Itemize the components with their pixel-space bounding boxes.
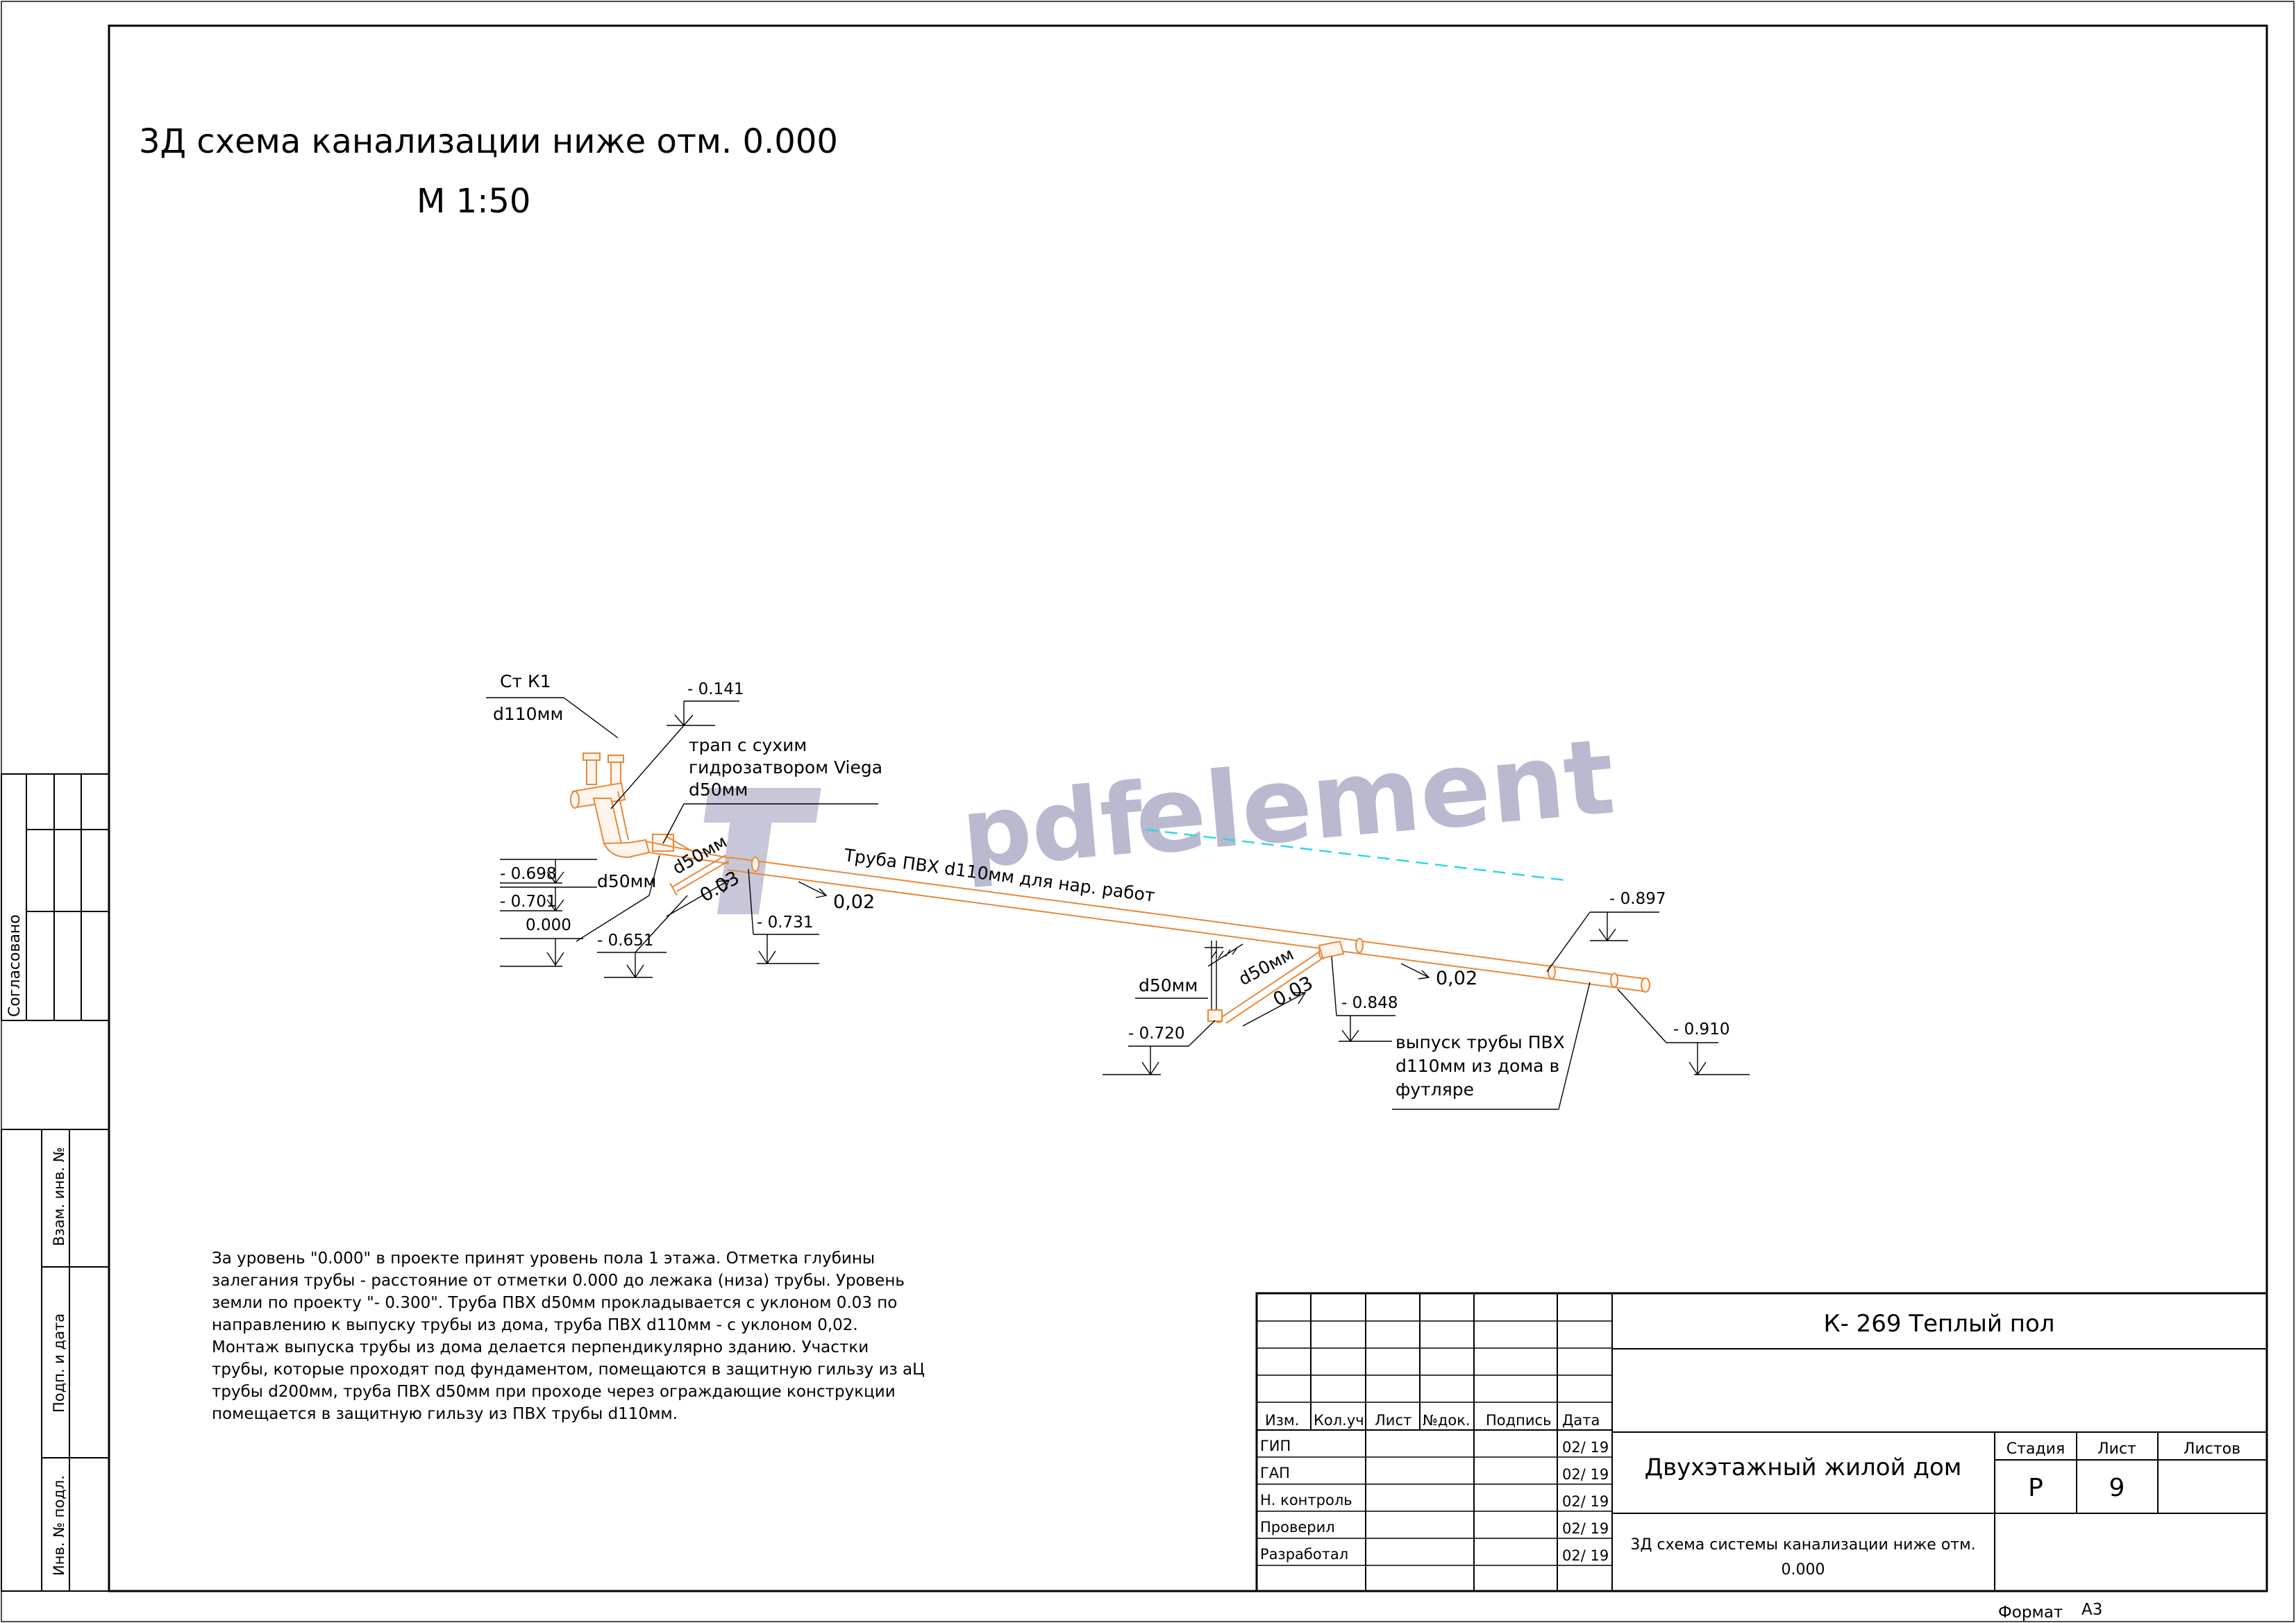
label-slope-002-a: 0,02 (833, 891, 875, 913)
pipe-sleeve-2 (1610, 973, 1618, 988)
note-line-2: залегания трубы - расстояние от отметки … (212, 1272, 905, 1290)
right-branch-d50 (1205, 940, 1345, 1024)
main-pipe-top (728, 857, 1646, 979)
mark-651: - 0.651 (597, 932, 653, 950)
tb-role-gap: ГАП (1260, 1465, 1290, 1481)
riser-assembly (570, 752, 730, 864)
note-line-1: За уровень "0.000" в проекте принят уров… (212, 1250, 875, 1268)
drawing-scale: М 1:50 (417, 182, 530, 221)
tb-stage-value: Р (2028, 1474, 2043, 1502)
label-d50-left: d50мм (597, 871, 656, 891)
main-pipe-bottom (727, 869, 1645, 992)
side-stamp: Согласовано Взам. инв. № Подп. и дата Ин… (1, 773, 110, 1592)
note-line-3: земли по проекту "- 0.300". Труба ПВХ d5… (212, 1294, 897, 1312)
tb-project-code: К- 269 Теплый пол (1823, 1310, 2054, 1338)
mark-000: 0.000 (526, 916, 571, 934)
wall-hatch (1207, 943, 1243, 967)
note-line-6: трубы, которые проходят под фундаментом,… (212, 1361, 925, 1379)
tb-role-gip: ГИП (1260, 1438, 1291, 1454)
left-branch-d50 (671, 855, 726, 888)
label-outlet-1: выпуск трубы ПВХ (1396, 1032, 1565, 1052)
label-trap-3: d50мм (689, 780, 748, 800)
main-pipe-end (1641, 977, 1650, 993)
watermark-pdf: pdf (957, 763, 1150, 891)
tb-header-ndok: №док. (1423, 1412, 1470, 1429)
mark-720: - 0.720 (1128, 1025, 1184, 1043)
tb-header-izm: Изм. (1265, 1412, 1299, 1429)
tb-role-razrabotal: Разработал (1260, 1546, 1348, 1563)
label-trap-2: гидрозатвором Viega (689, 757, 882, 777)
tb-object-name: Двухэтажный жилой дом (1645, 1454, 1962, 1481)
guide-dashed-line (1145, 828, 1566, 882)
note-line-5: Монтаж выпуска трубы из дома делается пе… (212, 1338, 869, 1356)
tb-format-label: Формат (1998, 1604, 2063, 1622)
mark-731: - 0.731 (757, 914, 813, 932)
tb-date-proveril: 02/ 19 (1562, 1520, 1609, 1537)
tb-header-podpis: Подпись (1486, 1412, 1551, 1429)
tb-date-gip: 02/ 19 (1562, 1439, 1609, 1456)
label-outlet-3: футляре (1396, 1079, 1474, 1100)
stamp-inv-orig: Инв. № подл. (51, 1475, 67, 1576)
tb-sheet-value: 9 (2109, 1474, 2125, 1502)
tb-header-list: Лист (1375, 1412, 1411, 1429)
tb-sheet-title-1: 3Д схема системы канализации ниже отм. (1630, 1536, 1975, 1554)
tb-date-nkontrol: 02/ 19 (1562, 1493, 1609, 1510)
pipe-coupling-1 (751, 857, 760, 872)
label-slope-002-b: 0,02 (1436, 968, 1477, 989)
pipe-sleeve-1 (1548, 964, 1556, 979)
stamp-agreed: Согласовано (6, 914, 24, 1017)
tb-stage-label: Стадия (2006, 1440, 2065, 1458)
watermark-element: element (1130, 716, 1619, 879)
tb-header-kol: Кол.уч (1314, 1412, 1364, 1429)
title-block: Изм. Кол.уч Лист №док. Подпись Дата ГИП … (1255, 1292, 2268, 1622)
tb-format-value: А3 (2081, 1601, 2102, 1619)
tb-date-gap: 02/ 19 (1562, 1466, 1609, 1483)
tb-date-razrabotal: 02/ 19 (1562, 1547, 1609, 1564)
note-line-7: трубы d200мм, труба ПВХ d50мм при проход… (212, 1383, 896, 1401)
mark-897: - 0.897 (1609, 890, 1666, 908)
label-d50-right: d50мм (1139, 975, 1198, 995)
tb-role-nkontrol: Н. контроль (1260, 1492, 1352, 1508)
label-riser-diam: d110мм (493, 704, 563, 724)
tb-header-data: Дата (1562, 1412, 1600, 1429)
label-riser-name: Ст К1 (500, 671, 551, 691)
pipe-coupling-2 (1355, 938, 1364, 953)
tb-role-proveril: Проверил (1260, 1519, 1335, 1536)
label-outlet-2: d110мм из дома в (1396, 1056, 1559, 1076)
note-line-8: помещается в защитную гильзу из ПВХ труб… (212, 1405, 678, 1423)
notes-block: За уровень "0.000" в проекте принят уров… (212, 1250, 925, 1423)
stamp-inv-vzam: Взам. инв. № (51, 1147, 67, 1246)
mark-141: - 0.141 (687, 680, 744, 698)
tb-sheets-label: Листов (2184, 1440, 2240, 1458)
tb-sheet-label: Лист (2097, 1440, 2136, 1458)
note-line-4: направлению к выпуску трубы из дома, тру… (212, 1316, 858, 1334)
mark-848: - 0.848 (1341, 994, 1398, 1012)
mark-698: - 0.698 (500, 865, 556, 883)
tb-sheet-title-2: 0.000 (1782, 1561, 1825, 1579)
mark-701: - 0.701 (500, 893, 556, 911)
pipe-scheme (570, 752, 1650, 1024)
label-trap-1: трап с сухим (689, 735, 807, 755)
stamp-sign-date: Подп. и дата (51, 1313, 67, 1413)
drawing-title: 3Д схема канализации ниже отм. 0.000 (139, 122, 838, 161)
mark-910: - 0.910 (1673, 1020, 1729, 1038)
